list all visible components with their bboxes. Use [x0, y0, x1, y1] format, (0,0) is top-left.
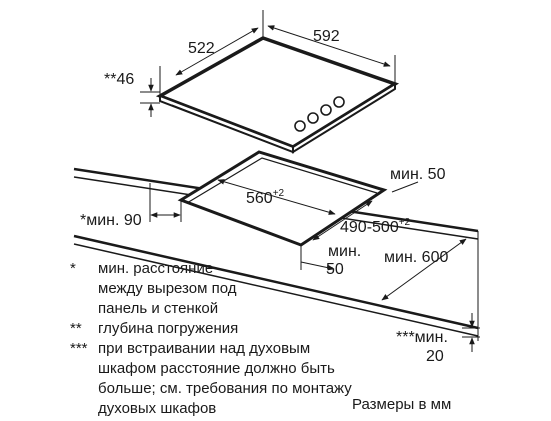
- hob-width-label: 592: [313, 28, 340, 45]
- worktop-front-edge-lower: [73, 243, 479, 337]
- worktop-front-edge: [73, 234, 479, 330]
- footnote-3: *** при встраивании над духовым шкафом р…: [70, 339, 418, 419]
- footnote-text: мин. расстояние между вырезом под панель…: [98, 259, 418, 319]
- right-min-distance-line: [391, 181, 419, 193]
- footnote-line: духовых шкафов: [98, 400, 217, 417]
- footnote-text: глубина погружения: [98, 319, 418, 339]
- footnote-mark: ***: [70, 340, 88, 357]
- footnote-line: глубина погружения: [98, 320, 239, 337]
- footnote-line: панель и стенкой: [98, 300, 219, 317]
- footnote-mark: *: [70, 260, 76, 277]
- min-distance-wall-label: *мин. 90: [80, 212, 142, 229]
- min-distance-front-value: 50: [326, 261, 344, 278]
- worktop-depth-dimension-line: [381, 238, 467, 301]
- front-min-distance-line: [300, 261, 335, 271]
- min-oven-distance-label: ***мин.: [396, 329, 448, 346]
- min-distance-front-label: мин.: [328, 243, 361, 260]
- cutout-width-label: 560+2: [246, 188, 285, 207]
- hob-depth-dimension-line: [175, 27, 259, 76]
- hob-underside: [171, 104, 291, 152]
- hob-width-dimension-line: [267, 25, 391, 67]
- units-note: Размеры в мм: [352, 396, 452, 413]
- cutout-depth-label: 490-500+2: [340, 217, 411, 236]
- footnote-1: * мин. расстояние между вырезом под пане…: [70, 259, 418, 319]
- footnote-mark: **: [70, 320, 82, 337]
- knob-icon: [307, 112, 319, 124]
- min-worktop-depth-label: мин. 600: [384, 249, 448, 266]
- footnote-line: между вырезом под: [98, 280, 237, 297]
- immersion-depth-label: **46: [104, 71, 134, 88]
- hob-depth-label: 522: [188, 40, 215, 57]
- cutout-depth-dimension-line: [312, 200, 373, 241]
- knob-icon: [320, 104, 332, 116]
- footnote-line: при встраивании над духовым: [98, 340, 311, 357]
- footnote-text: при встраивании над духовым шкафом расст…: [98, 339, 418, 419]
- hob-control-knobs: [294, 96, 345, 132]
- min-oven-distance-value: 20: [426, 348, 444, 365]
- cutout-inner-edge: [186, 157, 378, 204]
- hob-side-face: [292, 82, 396, 154]
- footnotes: * мин. расстояние между вырезом под пане…: [70, 259, 418, 419]
- worktop-dimensions: [149, 179, 480, 352]
- footnote-line: шкафом расстояние должно быть: [98, 360, 335, 377]
- footnote-line: мин. расстояние: [98, 260, 214, 277]
- knob-icon: [294, 120, 306, 132]
- hob-dimensions: [140, 10, 396, 117]
- min-distance-right-label: мин. 50: [390, 166, 446, 183]
- knob-icon: [333, 96, 345, 108]
- footnote-2: ** глубина погружения: [70, 319, 418, 339]
- footnote-line: больше; см. требования по монтажу: [98, 380, 352, 397]
